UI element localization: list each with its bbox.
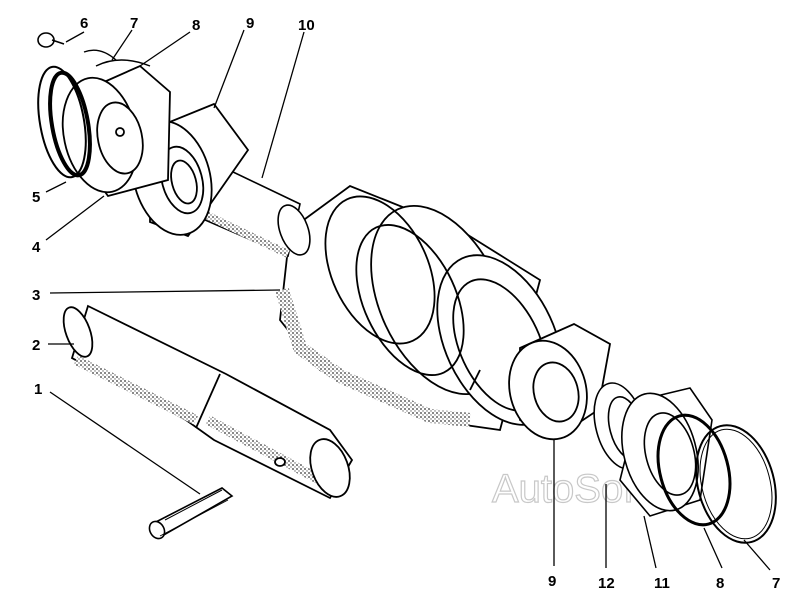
label-3: 3 [32, 287, 40, 304]
label-11: 11 [654, 575, 670, 592]
label-8-top: 8 [192, 17, 200, 34]
label-6: 6 [80, 15, 88, 32]
label-8-bottom: 8 [716, 575, 724, 592]
label-12: 12 [598, 575, 615, 592]
label-5: 5 [32, 189, 40, 206]
part-2-shaft [62, 304, 354, 500]
label-9-top: 9 [246, 15, 254, 32]
label-10: 10 [298, 17, 315, 34]
label-4: 4 [32, 239, 41, 256]
part-9-bottom-bearing [508, 322, 612, 441]
callout-labels: 1 2 3 4 5 6 7 8 9 10 9 12 11 8 7 [32, 15, 780, 592]
part-7-bottom-ring [695, 424, 777, 544]
part-3-roller-body [275, 184, 564, 432]
part-4-housing [61, 64, 171, 198]
part-11-housing-ring [619, 387, 713, 517]
label-7-top: 7 [130, 15, 138, 32]
part-8-bottom-ring [656, 413, 732, 527]
leader-lines [45, 29, 771, 571]
label-9-bottom: 9 [548, 573, 556, 590]
label-7-bottom: 7 [772, 575, 780, 592]
watermark-text: AutoSoft [492, 467, 645, 511]
part-6-bolt [37, 32, 65, 48]
part-1-pin [148, 487, 234, 540]
part-5-cover-ring [37, 65, 92, 179]
label-2: 2 [32, 337, 40, 354]
label-1: 1 [34, 381, 42, 398]
